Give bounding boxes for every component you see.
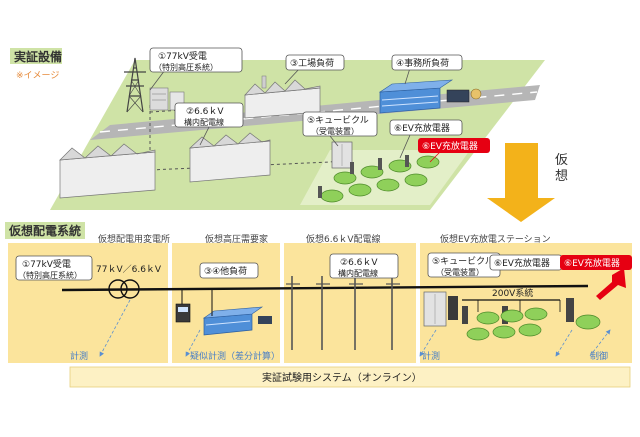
callout-77kv-bottom-line1: ①77kV受電: [22, 258, 71, 270]
callout-office-load: ④事務所負荷: [391, 54, 463, 85]
image-note: ※イメージ: [16, 71, 59, 81]
callout-factory-load-text: ③工場負荷: [290, 57, 334, 69]
main-bus-line: [61, 284, 589, 292]
callout-ev-charger-red-bottom-text: ⑥EV充放電器: [564, 257, 620, 269]
heading-badge-top: [10, 48, 62, 64]
factory-building-1: [244, 75, 321, 119]
callout-6kv-bottom-line2: 構内配電線: [338, 268, 378, 278]
measure-label-2: 疑似計測（差分計算）: [190, 350, 280, 362]
ev-cars-bottom: [466, 307, 601, 341]
callout-cubicle-bottom-line2: （受電装置）: [436, 267, 484, 277]
callout-6kv-line2: 構内配電線: [184, 117, 224, 127]
system-bar-label: 実証試験用システム（オンライン）: [262, 371, 422, 384]
control-label: 制御: [590, 350, 608, 362]
virtual-arrow: [487, 143, 555, 222]
callout-6kv-top: ②6.6ｋV 構内配電線: [174, 102, 244, 146]
system-200v-label: 200V系統: [492, 287, 533, 299]
transformer-symbol: [108, 279, 140, 299]
section-substation-label: 仮想配電用変電所: [98, 233, 170, 245]
callout-ev-charger-red-top: ⑥EV充放電器: [418, 138, 490, 163]
cubicle-unit-top: [331, 141, 353, 169]
virtual-label-2: 想: [555, 168, 568, 184]
measurement-arrows: [99, 299, 611, 357]
callout-6kv-bottom-line1: ②6.6ｋV: [340, 257, 378, 268]
callout-ev-charger-red-text: ⑥EV充放電器: [422, 140, 478, 152]
callout-ev-charger-top: ⑥EV充放電器: [389, 119, 463, 159]
virtual-label-1: 仮: [555, 153, 568, 168]
distribution-poles: [286, 276, 400, 350]
cubicle-unit-bottom: [423, 291, 458, 327]
customer-office-building: [202, 306, 272, 336]
factory-building-3: [189, 132, 271, 183]
voltage-label: 77ｋV／6.6ｋV: [96, 264, 162, 275]
callout-cubicle-bottom: ⑤キュービクル （受電装置）: [427, 252, 501, 278]
callout-77kv-line2: （特別高圧系統）: [154, 62, 218, 72]
callout-cubicle-top: ⑤キュービクル （受電装置）: [302, 111, 378, 147]
top-heading: 実証設備: [14, 49, 62, 64]
callout-cubicle-line2: （受電装置）: [311, 126, 359, 136]
measure-label-1: 計測: [70, 350, 88, 362]
callout-other-load-text: ③④他負荷: [204, 265, 247, 277]
callout-factory-load: ③工場負荷: [284, 54, 345, 85]
section-customer: [172, 243, 280, 363]
section-customer-label: 仮想高圧需要家: [205, 233, 268, 245]
callout-6kv-line1: ②6.6ｋV: [186, 106, 224, 117]
callout-ev-charger-bottom-text: ⑥EV充放電器: [494, 257, 550, 269]
measure-label-3: 計測: [422, 350, 440, 362]
control-red-arrow: [596, 268, 626, 300]
callout-other-load: ③④他負荷: [199, 262, 259, 279]
factory-building-2: [59, 143, 156, 199]
office-building: [378, 79, 482, 114]
callout-cubicle-bottom-line1: ⑤キュービクル: [432, 256, 494, 267]
callout-77kv-bottom-line2: （特別高圧系統）: [18, 270, 82, 280]
callout-77kv-line1: ①77kV受電: [158, 50, 207, 62]
system-bar: [69, 366, 631, 388]
callout-cubicle-line1: ⑤キュービクル: [307, 115, 369, 126]
callout-ev-charger-text: ⑥EV充放電器: [394, 122, 450, 134]
callout-77kv-bottom: ①77kV受電 （特別高圧系統）: [15, 255, 93, 281]
section-station-label: 仮想EV充放電ステーション: [440, 233, 551, 245]
bottom-heading: 仮想配電系統: [8, 223, 81, 238]
heading-badge-bottom: [5, 222, 85, 239]
customer-meter: [175, 290, 191, 323]
ev-cars-top: [318, 155, 440, 203]
callout-ev-charger-red-bottom: ⑥EV充放電器: [560, 255, 632, 270]
callout-ev-charger-bottom: ⑥EV充放電器: [489, 254, 563, 271]
callout-77kv-top: ①77kV受電 （特別高圧系統）: [149, 47, 243, 91]
transmission-tower: [124, 57, 146, 113]
section-line-label: 仮想6.6ｋV配電線: [306, 233, 380, 245]
callout-6kv-bottom: ②6.6ｋV 構内配電線: [329, 253, 399, 279]
callout-office-load-text: ④事務所負荷: [396, 57, 449, 69]
